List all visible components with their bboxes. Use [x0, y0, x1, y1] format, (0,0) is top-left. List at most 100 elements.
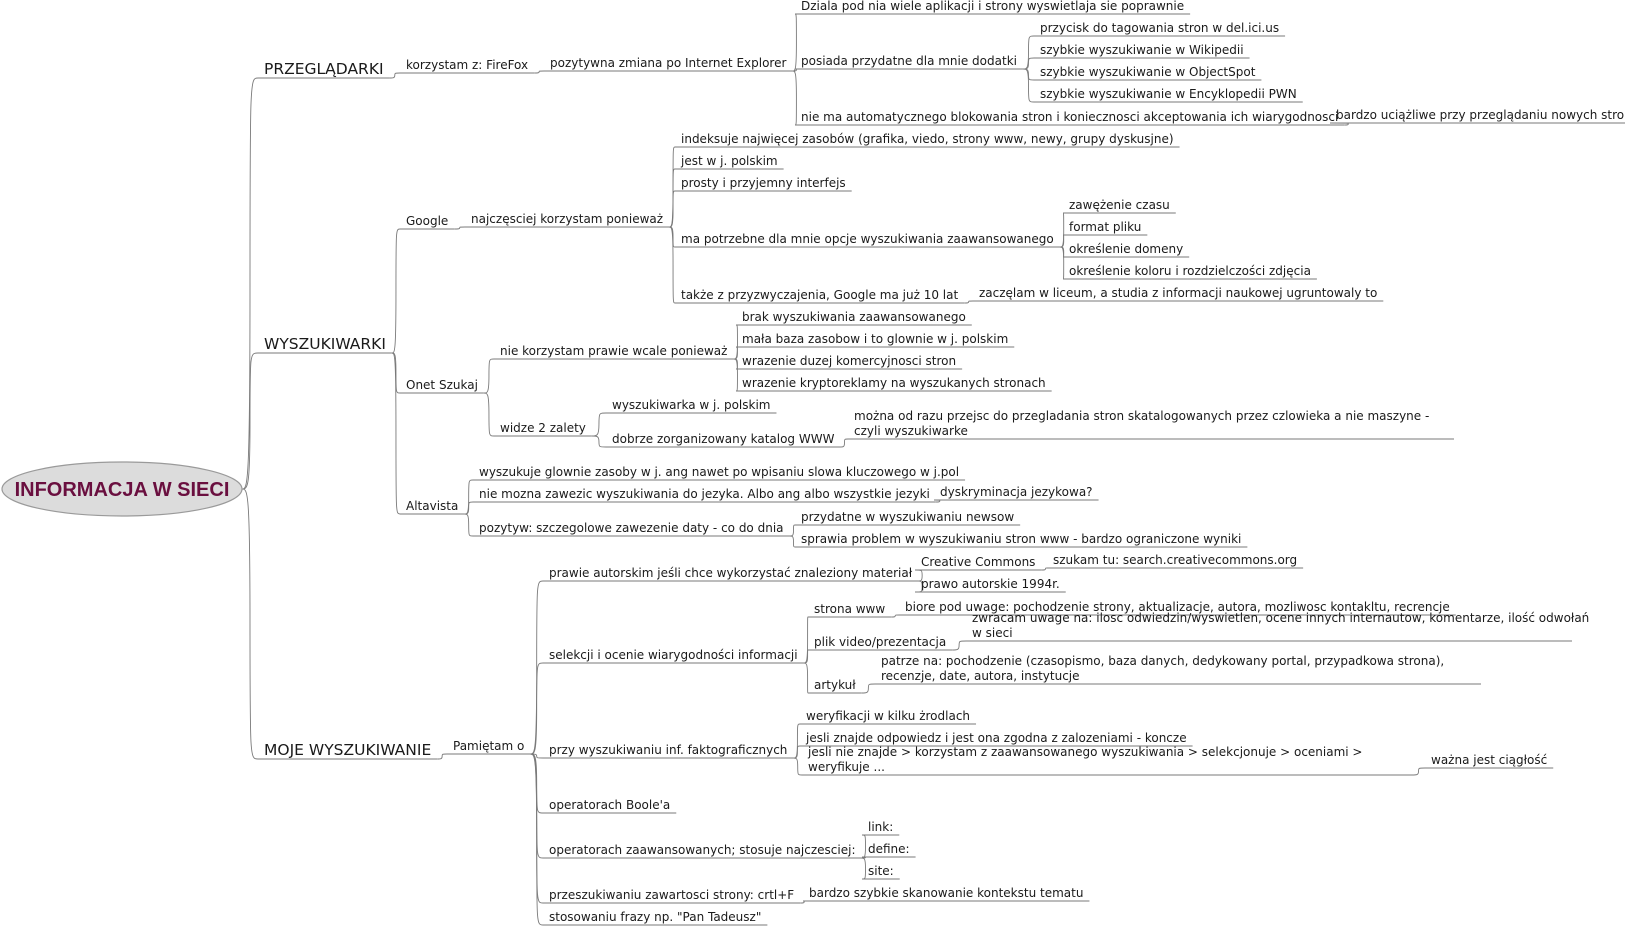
topic-node-n2a3a[interactable]: przydatne w wyszukiwaniu newsow: [795, 510, 1021, 526]
topic-node-n2o[interactable]: Onet Szukaj: [400, 378, 484, 394]
connector-n3: [241, 488, 259, 760]
topic-label: szybkie wyszukiwanie w Encyklopedii PWN: [1040, 87, 1297, 101]
root-node[interactable]: INFORMACJA W SIECI: [1, 461, 243, 517]
topic-node-n2g[interactable]: Google: [400, 214, 455, 230]
topic-node-n2o1c[interactable]: wrazenie duzej komercyjnosci stron: [736, 354, 963, 370]
topic-label: jest w j. polskim: [680, 154, 778, 168]
topic-node-n2o2a[interactable]: wyszukiwarka w j. polskim: [606, 398, 777, 414]
connector-n1d4: [1022, 68, 1035, 103]
topic-node-n3p2b[interactable]: plik video/prezentacja: [808, 635, 953, 651]
topic-node-n3p[interactable]: Pamiętam o: [447, 739, 531, 755]
topic-node-n3p1[interactable]: prawie autorskim jeśli chce wykorzystać …: [543, 566, 919, 582]
connector-n1: [241, 77, 259, 490]
topic-node-n1d[interactable]: posiada przydatne dla mnie dodatki: [795, 54, 1023, 70]
topic-node-n3p3[interactable]: przy wyszukiwaniu inf. faktograficznych: [543, 743, 794, 759]
topic-node-n3p2b1[interactable]: zwracam uwage na: ilosc odwiedzin/wyswie…: [966, 611, 1589, 642]
topic-node-n2o1b[interactable]: mała baza zasobow i to glownie w j. pols…: [736, 332, 1015, 348]
topic-node-n2g1d[interactable]: ma potrzebne dla mnie opcje wyszukiwania…: [675, 232, 1060, 248]
topic-node-n2g1d4[interactable]: określenie koloru i rozdzielczości zdjęc…: [1063, 264, 1317, 280]
topic-node-n2g1d2[interactable]: format pliku: [1063, 220, 1148, 236]
topic-node-n3p2a1[interactable]: biore pod uwage: pochodzenie strony, akt…: [899, 600, 1456, 616]
topic-node-n3p3b[interactable]: jesli znajde odpowiedz i jest ona zgodna…: [800, 731, 1193, 747]
topic-node-n2g1d1[interactable]: zawężenie czasu: [1063, 198, 1176, 214]
topic-label: wyszukuje glownie zasoby w j. ang nawet …: [479, 465, 959, 479]
topic-label: nie mozna zawezic wyszukiwania do jezyka…: [479, 487, 930, 501]
topic-node-n1d1[interactable]: przycisk do tagowania stron w del.ici.us: [1034, 21, 1286, 37]
topic-node-n3p7[interactable]: stosowaniu frazy np. "Pan Tadeusz": [543, 910, 768, 926]
topic-label: plik video/prezentacja: [814, 635, 946, 649]
topic-node-n2o2b[interactable]: dobrze zorganizowany katalog WWW: [606, 432, 841, 448]
topic-node-n3p1a1[interactable]: szukam tu: search.creativecommons.org: [1047, 553, 1304, 569]
topic-node-n2g1b[interactable]: jest w j. polskim: [675, 154, 784, 170]
topic-label: define:: [868, 842, 910, 856]
topic-node-n1e1[interactable]: bardzo uciążliwe przy przeglądaniu nowyc…: [1330, 108, 1625, 124]
topic-node-n2a2[interactable]: nie mozna zawezic wyszukiwania do jezyka…: [473, 487, 936, 503]
topic-node-n2[interactable]: WYSZUKIWARKI: [258, 335, 392, 354]
topic-node-n2a3[interactable]: pozytyw: szczegolowe zawezenie daty - co…: [473, 521, 790, 537]
topic-node-n2o1a[interactable]: brak wyszukiwania zaawansowanego: [736, 310, 972, 326]
connector-n3p2a1: [891, 614, 900, 618]
topic-label: mała baza zasobow i to glownie w j. pols…: [742, 332, 1008, 346]
topic-node-n3p5c[interactable]: site:: [862, 864, 900, 880]
connector-n2o2a: [591, 412, 607, 437]
topic-label: prawie autorskim jeśli chce wykorzystać …: [549, 566, 913, 580]
topic-label: zaczęlam w liceum, a studia z informacji…: [979, 286, 1377, 300]
connector-n1d2: [1022, 57, 1035, 70]
topic-label: nie korzystam prawie wcale ponieważ: [500, 344, 727, 358]
topic-node-n2g1[interactable]: najczęsciej korzystam ponieważ: [465, 212, 670, 228]
topic-node-n3p1a[interactable]: Creative Commons: [915, 555, 1042, 571]
topic-node-n3p2c[interactable]: artykuł: [808, 678, 862, 694]
topic-node-n1d3[interactable]: szybkie wyszukiwanie w ObjectSpot: [1034, 65, 1262, 81]
topic-node-n3p2c1[interactable]: patrze na: pochodzenie (czasopismo, baza…: [875, 654, 1481, 685]
connector-n3p2c: [803, 662, 809, 694]
topic-node-n3p2[interactable]: selekcji i ocenie wiarygodności informac…: [543, 648, 804, 664]
topic-node-n2g1e1[interactable]: zaczęlam w liceum, a studia z informacji…: [973, 286, 1384, 302]
topic-label: stosowaniu frazy np. "Pan Tadeusz": [549, 910, 761, 924]
topic-label: Altavista: [406, 499, 458, 513]
topic-label: ma potrzebne dla mnie opcje wyszukiwania…: [681, 232, 1054, 246]
topic-node-n2o1d[interactable]: wrazenie kryptoreklamy na wyszukanych st…: [736, 376, 1052, 392]
topic-node-n2g1a[interactable]: indeksuje najwięcej zasobów (grafika, vi…: [675, 132, 1180, 148]
topic-node-n3p3a[interactable]: weryfikacji w kilku żrodlach: [800, 709, 977, 725]
topic-node-n2o2[interactable]: widze 2 zalety: [494, 421, 592, 437]
topic-node-n2a1[interactable]: wyszukuje glownie zasoby w j. ang nawet …: [473, 465, 966, 481]
topic-node-n1e[interactable]: nie ma automatycznego blokowania stron i…: [795, 110, 1345, 126]
topic-node-n2g1d3[interactable]: określenie domeny: [1063, 242, 1190, 258]
topic-node-n3p5a[interactable]: link:: [862, 820, 900, 836]
topic-node-n3p2a[interactable]: strona www: [808, 602, 892, 618]
topic-node-n1d4[interactable]: szybkie wyszukiwanie w Encyklopedii PWN: [1034, 87, 1303, 103]
topic-label: prosty i przyjemny interfejs: [681, 176, 846, 190]
topic-node-n2g1c[interactable]: prosty i przyjemny interfejs: [675, 176, 852, 192]
topic-node-n2o1[interactable]: nie korzystam prawie wcale ponieważ: [494, 344, 734, 360]
topic-label: ważna jest ciągłość: [1431, 753, 1547, 767]
topic-node-n2a[interactable]: Altavista: [400, 499, 465, 515]
topic-node-n3p3c[interactable]: jesli nie znajde > korzystam z zaawansow…: [802, 745, 1412, 776]
topic-node-n1d2[interactable]: szybkie wyszukiwanie w Wikipedii: [1034, 43, 1250, 59]
topic-label: operatorach Boole'a: [549, 798, 670, 812]
topic-node-n1c[interactable]: Dziala pod nia wiele aplikacji i strony …: [795, 0, 1191, 15]
topic-node-n2a2a[interactable]: dyskryminacja jezykowa?: [934, 485, 1099, 501]
topic-node-n3p5[interactable]: operatorach zaawansowanych; stosuje najc…: [543, 843, 862, 859]
topic-node-n2a3b[interactable]: sprawia problem w wyszukiwaniu stron www…: [795, 532, 1248, 548]
topic-node-n2o2b1[interactable]: można od razu przejsc do przegladania st…: [848, 409, 1454, 440]
topic-node-n3p5b[interactable]: define:: [862, 842, 916, 858]
topic-label: wrazenie duzej komercyjnosci stron: [742, 354, 956, 368]
topic-node-n3p6a[interactable]: bardzo szybkie skanowanie kontekstu tema…: [803, 886, 1090, 902]
topic-node-n3p3c1[interactable]: ważna jest ciągłość: [1425, 753, 1554, 769]
connector-n2g: [391, 228, 401, 354]
topic-label: site:: [868, 864, 894, 878]
connector-n3p1a1: [1041, 567, 1048, 571]
topic-label: MOJE WYSZUKIWANIE: [264, 741, 431, 759]
topic-node-n2g1e[interactable]: także z przyzwyczajenia, Google ma już 1…: [675, 288, 965, 304]
topic-label: patrze na: pochodzenie (czasopismo, baza…: [881, 654, 1444, 668]
topic-node-n3p4[interactable]: operatorach Boole'a: [543, 798, 677, 814]
connector-n2g1d4: [1059, 246, 1065, 280]
topic-node-n1a[interactable]: korzystam z: FireFox: [400, 58, 535, 74]
topic-label: sprawia problem w wyszukiwaniu stron www…: [801, 532, 1241, 546]
topic-node-n3p6[interactable]: przeszukiwaniu zawartosci strony: crtl+F: [543, 888, 801, 904]
topic-node-n1b[interactable]: pozytywna zmiana po Internet Explorer: [544, 56, 793, 72]
topic-node-n3p1b[interactable]: prawo autorskie 1994r.: [915, 577, 1066, 593]
topic-label: wrazenie kryptoreklamy na wyszukanych st…: [742, 376, 1046, 390]
topic-node-n3[interactable]: MOJE WYSZUKIWANIE: [258, 741, 438, 760]
topic-node-n1[interactable]: PRZEGLĄDARKI: [258, 60, 390, 79]
